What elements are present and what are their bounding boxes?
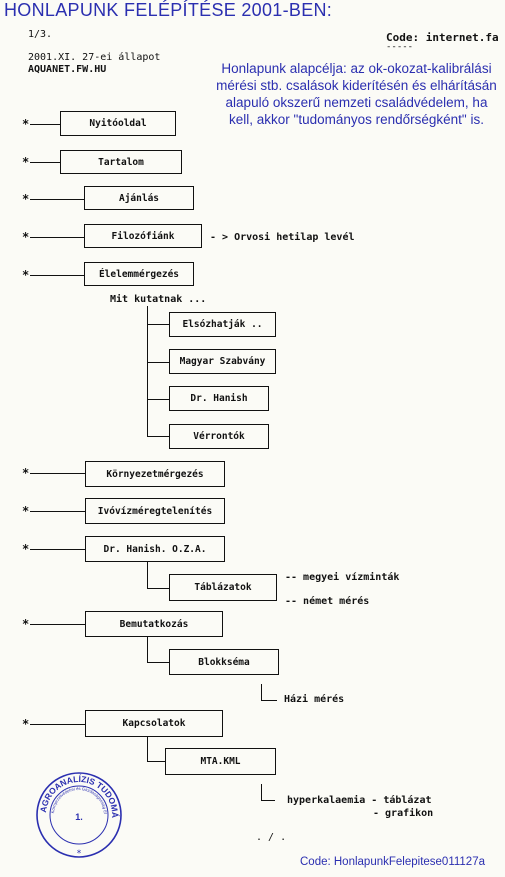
connector-line (30, 275, 84, 276)
connector-line (147, 588, 169, 589)
stamp-number: 1. (75, 812, 83, 822)
connector-line (30, 124, 60, 125)
node-hazi-meres[interactable]: Házi mérés (284, 694, 345, 705)
connector-line (30, 511, 85, 512)
code-label: Code: internet.fa (386, 31, 499, 44)
connector-line (261, 800, 275, 801)
connector-line (147, 436, 169, 437)
star-bullet: * (22, 542, 30, 556)
node-ivovizmeregtelenites[interactable]: Ivóvízméregtelenítés (85, 498, 225, 524)
node-mta-kml[interactable]: MTA.KML (165, 748, 276, 775)
connector-line (30, 549, 85, 550)
star-bullet: * (22, 117, 30, 131)
connector-line (147, 662, 169, 663)
node-tablazatok[interactable]: Táblázatok (169, 574, 277, 601)
sub-branch-line (147, 306, 148, 436)
node-bemutatkozas[interactable]: Bemutatkozás (85, 611, 223, 637)
node-dr-hanish-oza[interactable]: Dr. Hanish. O.Z.A. (85, 536, 225, 562)
page-title: HONLAPUNK FELÉPÍTÉSE 2001-BEN: (4, 0, 333, 20)
node-elelemmergezes[interactable]: Élelemmérgezés (84, 262, 194, 286)
page-number: 1/3. (28, 29, 53, 40)
star-bullet: * (22, 230, 30, 244)
node-kornyezetmergezes[interactable]: Környezetmérgezés (85, 461, 225, 487)
star-bullet: * (22, 155, 30, 169)
connector-line (147, 324, 169, 325)
star-bullet: * (22, 268, 30, 282)
connector-line (30, 473, 85, 474)
connector-line (30, 162, 60, 163)
intro-paragraph: Honlapunk alapcélja: az ok-okozat-kalibr… (216, 61, 497, 127)
node-elsozhatjak[interactable]: Elsózhatják .. (169, 312, 276, 337)
code-underline: ----- (386, 42, 414, 52)
star-bullet: * (22, 192, 30, 206)
nemet-annotation: -- német mérés (285, 596, 370, 607)
node-tartalom[interactable]: Tartalom (60, 150, 182, 174)
node-grafikon[interactable]: - grafikon (373, 808, 434, 819)
footer-code: Code: HonlapunkFelepitese011127a (300, 856, 485, 868)
node-dr-hanish[interactable]: Dr. Hanish (169, 386, 269, 411)
orvosi-annotation: - > Orvosi hetilap levél (210, 232, 355, 243)
node-ajanlas[interactable]: Ajánlás (84, 186, 194, 210)
node-verrontok[interactable]: Vérrontók (169, 424, 269, 449)
connector-line (30, 624, 85, 625)
sub-branch-line (147, 562, 148, 588)
connector-line (30, 724, 85, 725)
organization-stamp: AGROANALÍZIS TUDOMÁNYOS TÁRSASÁG Környez… (34, 770, 122, 859)
connector-line (147, 761, 165, 762)
connector-line (147, 362, 169, 363)
connector-line (147, 399, 169, 400)
sub-branch-line (261, 784, 262, 800)
sub-branch-line (147, 737, 148, 761)
sub-branch-line (261, 684, 262, 700)
sub-branch-line (147, 637, 148, 662)
node-kapcsolatok[interactable]: Kapcsolatok (85, 710, 223, 737)
page-end-marker: . / . (256, 832, 287, 843)
site-url[interactable]: AQUANET.FW.HU (28, 64, 107, 75)
star-bullet: * (22, 466, 30, 480)
state-date: 2001.XI. 27-ei állapot (28, 52, 161, 63)
star-bullet: * (22, 617, 30, 631)
node-hyperkalaemia[interactable]: hyperkalaemia - táblázat (287, 795, 432, 806)
connector-line (30, 237, 84, 238)
stamp-star-icon: * (77, 849, 82, 859)
connector-line (30, 199, 84, 200)
star-bullet: * (22, 504, 30, 518)
mit-kutatnak-label: Mit kutatnak ... (110, 294, 207, 305)
node-magyar-szabvany[interactable]: Magyar Szabvány (169, 349, 276, 374)
node-filozofiank[interactable]: Filozófiánk (84, 224, 202, 248)
node-nyitooldal[interactable]: Nyitóoldal (60, 111, 176, 136)
node-blokkserma[interactable]: Blokkséma (169, 649, 279, 675)
connector-line (261, 700, 277, 701)
star-bullet: * (22, 717, 30, 731)
megyei-annotation: -- megyei vízminták (285, 572, 400, 583)
